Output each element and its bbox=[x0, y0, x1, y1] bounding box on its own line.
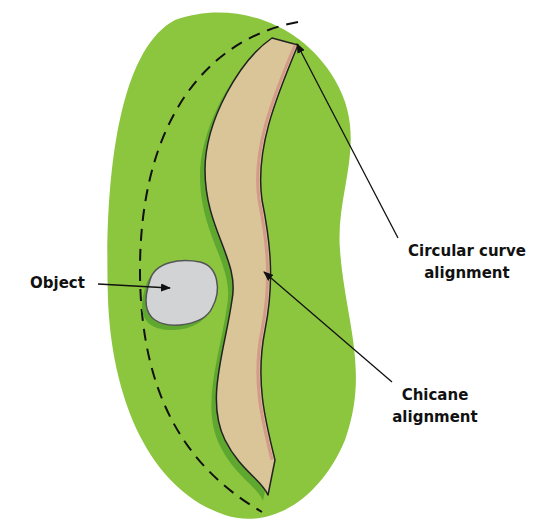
grass-area bbox=[107, 13, 356, 519]
leader-line bbox=[98, 284, 170, 288]
callout-label: Chicane alignment bbox=[380, 384, 490, 428]
circular-curve-line bbox=[140, 22, 298, 512]
callout-label: Object bbox=[30, 272, 96, 294]
callout-label: Circular curve alignment bbox=[392, 240, 542, 284]
object-rock bbox=[146, 261, 217, 326]
leader-line bbox=[297, 44, 398, 238]
chicane-path bbox=[205, 38, 298, 495]
path-edge-tint bbox=[258, 45, 295, 460]
leader-line bbox=[264, 272, 392, 382]
